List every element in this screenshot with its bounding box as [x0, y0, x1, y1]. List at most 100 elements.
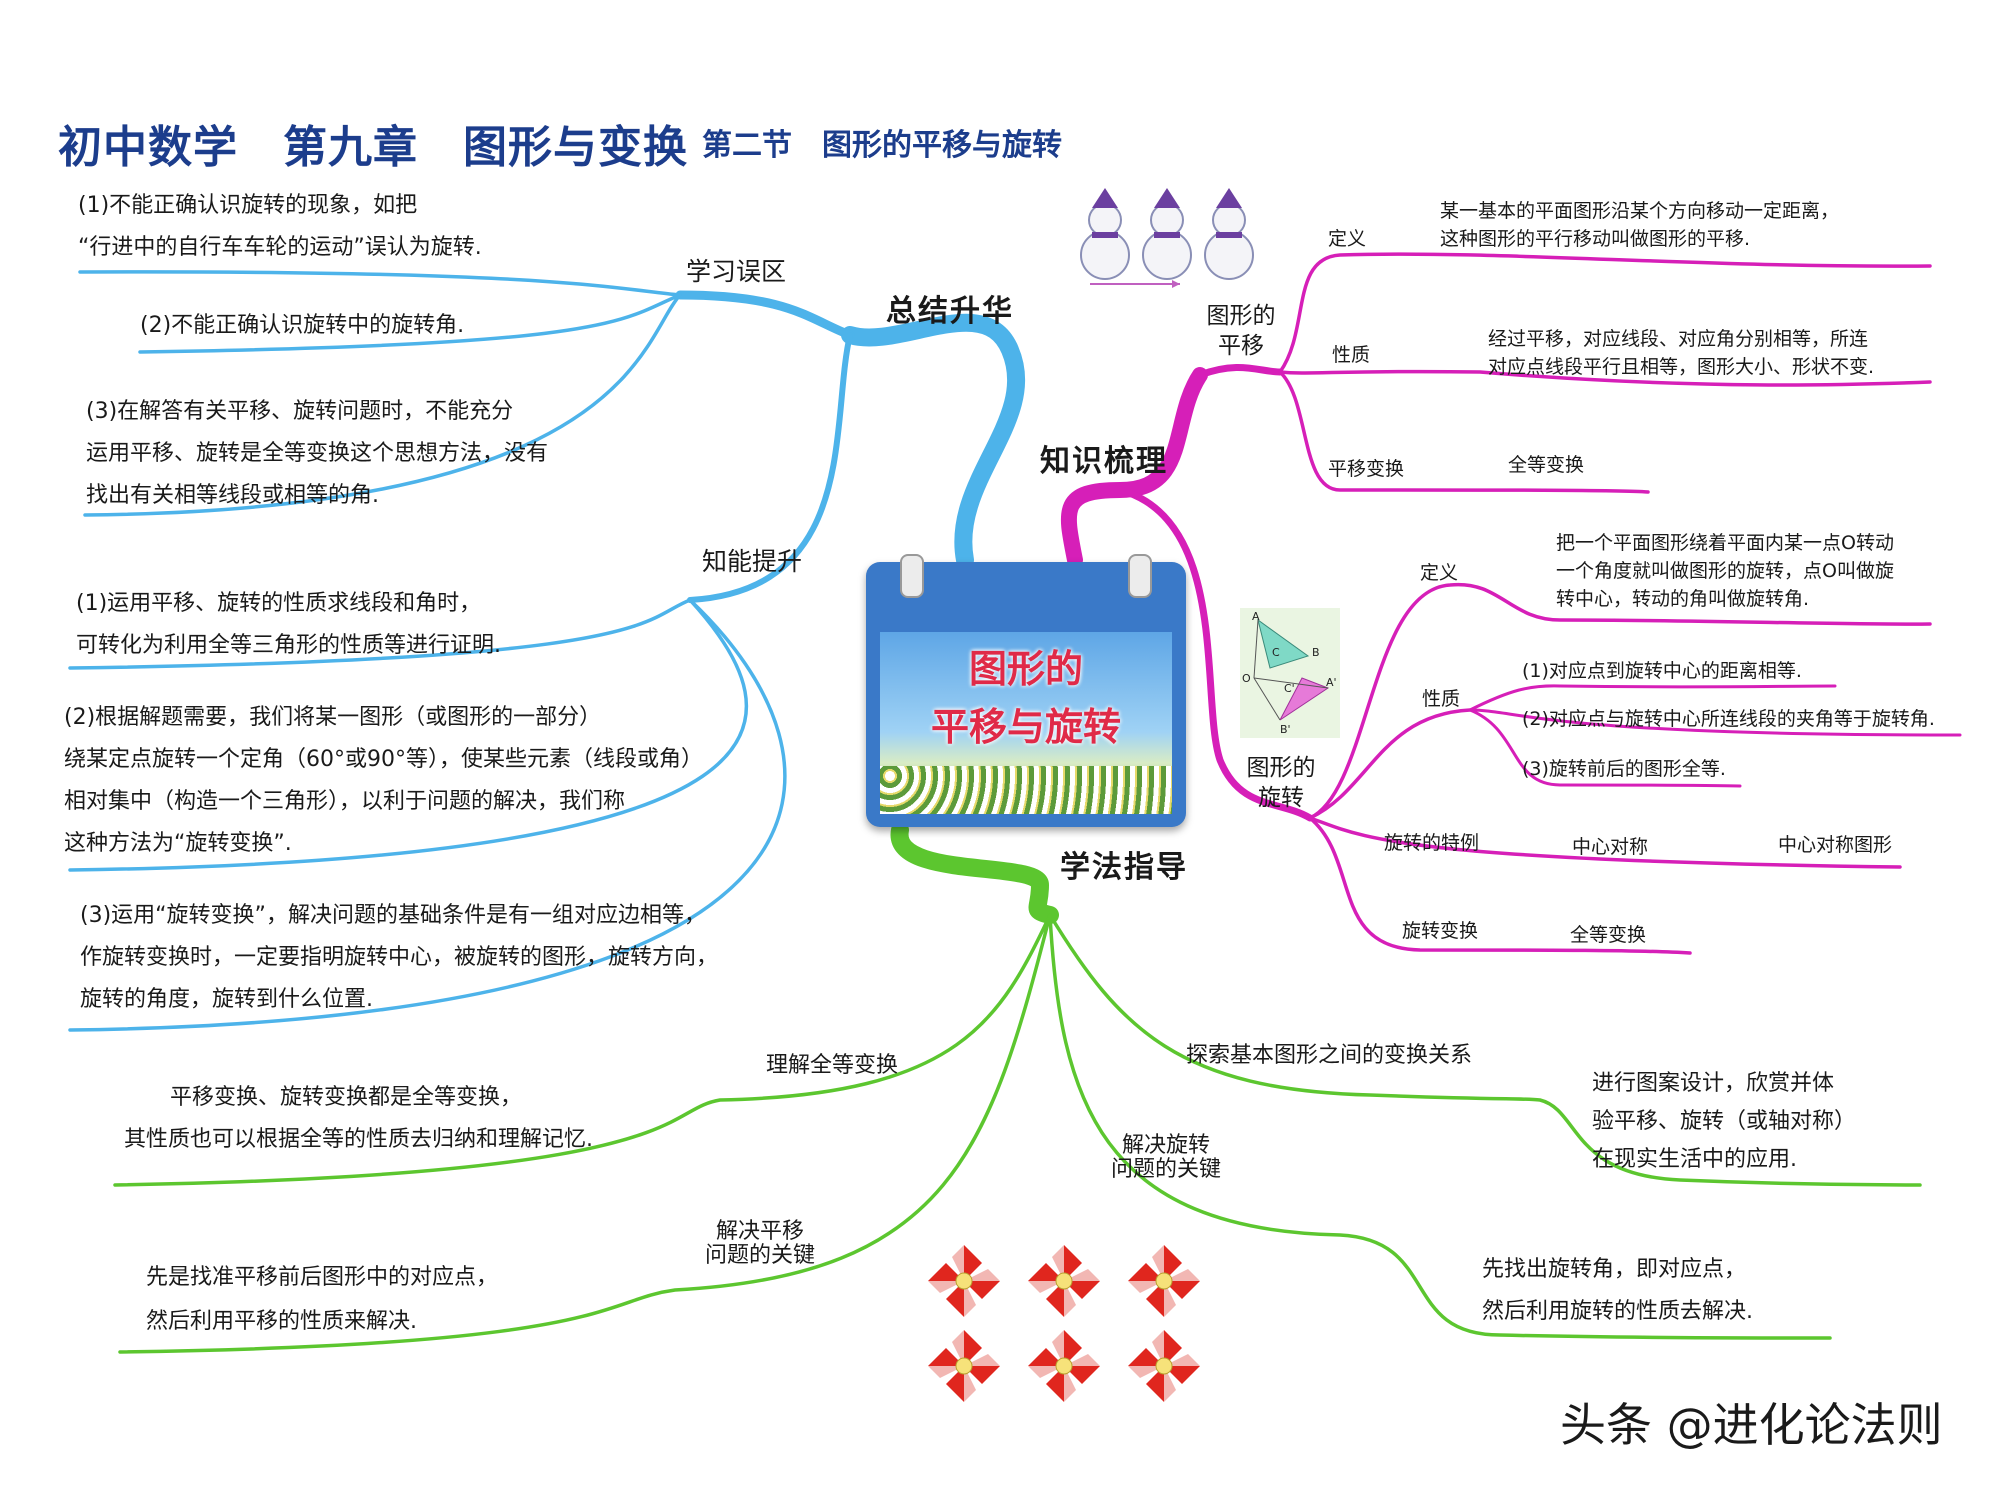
- rotation-transform-label: 旋转变换: [1402, 920, 1479, 942]
- rotation-label-line2: 旋转: [1258, 785, 1304, 811]
- page-title: 初中数学 第九章 图形与变换: [58, 122, 688, 173]
- rotation-property-1: (1)对应点到旋转中心的距离相等.: [1522, 660, 1802, 682]
- ability-1-line: [68, 598, 692, 670]
- rotation-prop-2-line: [1468, 708, 1962, 737]
- ability-1-line1: (1)运用平移、旋转的性质求线段和角时，: [76, 591, 482, 616]
- ability-3-line: [68, 598, 787, 1032]
- translation-property-line2: 对应点线段平行且相等，图形大小、形状不变.: [1488, 356, 1875, 378]
- center-title-line2: 平移与旋转: [930, 705, 1121, 749]
- rotation-branch: [1116, 486, 1314, 822]
- translation-property-label: 性质: [1332, 344, 1371, 366]
- mistakes-branch: [675, 290, 855, 340]
- rotation-prop-1-line: [1468, 684, 1837, 712]
- congruence-line2: 其性质也可以根据全等的性质去归纳和理解记忆.: [124, 1127, 593, 1152]
- mistake-3-line3: 找出有关相等线段或相等的角.: [86, 483, 379, 508]
- figure-label: O: [1242, 672, 1251, 685]
- rotate-key-label-line2: 问题的关键: [1110, 1157, 1221, 1182]
- pinwheel-icon: [1027, 1244, 1101, 1318]
- rotate-key-line1: 先找出旋转角，即对应点，: [1482, 1257, 1747, 1282]
- pinwheel-icon: [927, 1244, 1001, 1318]
- rotation-figure: A C B O C' A' B': [1240, 608, 1340, 738]
- translate-key-line1: 先是找准平移前后图形中的对应点，: [146, 1265, 499, 1290]
- explore-line1: 进行图案设计，欣赏并体: [1592, 1071, 1835, 1096]
- congruence-line1: 平移变换、旋转变换都是全等变换，: [170, 1085, 523, 1110]
- translation-prop-line: [1278, 369, 1932, 387]
- mistake-1-line2: “行进中的自行车车轮的运动”误认为旋转.: [78, 235, 482, 260]
- figure-label: C: [1272, 646, 1280, 659]
- figure-label: A': [1326, 676, 1337, 689]
- rotation-special-label: 旋转的特例: [1384, 832, 1480, 854]
- summary-main-branch: [841, 313, 1025, 569]
- translate-key-label-line2: 问题的关键: [704, 1243, 815, 1268]
- translation-branch: [1196, 363, 1284, 379]
- rotate-key-label-line1: 解决旋转: [1121, 1133, 1210, 1158]
- figure-label: B': [1280, 723, 1291, 736]
- translate-key-label-line1: 解决平移: [715, 1219, 804, 1244]
- explore-label: 探索基本图形之间的变换关系: [1186, 1043, 1473, 1068]
- pinwheel-pattern: [927, 1244, 1201, 1403]
- mistake-3-line1: (3)在解答有关平移、旋转问题时，不能充分: [86, 399, 514, 424]
- rotation-property-3: (3)旋转前后的图形全等.: [1522, 758, 1726, 780]
- mistake-3-line2: 运用平移、旋转是全等变换这个思想方法，没有: [86, 441, 549, 466]
- ability-branch: [687, 332, 853, 603]
- translation-label-line1: 图形的: [1206, 303, 1276, 329]
- rotation-special-line: [1308, 816, 1902, 869]
- explore-line3: 在现实生活中的应用.: [1592, 1147, 1797, 1172]
- translation-transform-line: [1278, 370, 1650, 494]
- ability-1-line2: 可转化为利用全等三角形的性质等进行证明.: [76, 633, 501, 658]
- rotation-special-value2: 中心对称图形: [1778, 834, 1893, 856]
- ability-2-line3: 相对集中（构造一个三角形），以利于问题的解决，我们称: [64, 789, 626, 814]
- rotation-label-line1: 图形的: [1246, 755, 1316, 781]
- translation-transform-value: 全等变换: [1508, 454, 1585, 476]
- rotation-prop-line: [1308, 708, 1472, 820]
- translation-label-line2: 平移: [1218, 333, 1264, 359]
- ring-icon: [1128, 554, 1152, 598]
- snowman-icon: [1142, 188, 1192, 280]
- pinwheel-icon: [1127, 1329, 1201, 1403]
- branch-summary: 总结升华: [886, 294, 1014, 329]
- translate-key-line: [118, 913, 1052, 1354]
- rotate-key-line: [1048, 913, 1832, 1340]
- snowman-icon: [1080, 188, 1130, 280]
- mistake-2-line1: (2)不能正确认识旋转中的旋转角.: [140, 313, 465, 338]
- flower-field: [880, 766, 1172, 814]
- rotation-definition-line3: 转中心，转动的角叫做旋转角.: [1556, 588, 1810, 610]
- explore-line2: 验平移、旋转（或轴对称）: [1592, 1109, 1857, 1134]
- ability-2-line1: (2)根据解题需要，我们将某一图形（或图形的一部分）: [64, 705, 602, 730]
- page-subtitle: 第二节 图形的平移与旋转: [702, 128, 1062, 163]
- pinwheel-icon: [927, 1329, 1001, 1403]
- translation-definition-line2: 这种图形的平行移动叫做图形的平移.: [1440, 228, 1751, 250]
- mistake-2-line: [138, 293, 682, 354]
- rotation-property-label: 性质: [1422, 688, 1461, 710]
- branch-knowledge: 知识梳理: [1040, 444, 1168, 479]
- translation-transform-label: 平移变换: [1328, 458, 1405, 480]
- rotate-key-line2: 然后利用旋转的性质去解决.: [1482, 1299, 1753, 1324]
- rotation-transform-value: 全等变换: [1570, 924, 1647, 946]
- ring-icon: [900, 554, 924, 598]
- rotation-transform-line: [1308, 816, 1692, 955]
- rotation-definition-label: 定义: [1420, 562, 1459, 584]
- ability-3-line1: (3)运用“旋转变换”，解决问题的基础条件是有一组对应边相等，: [80, 903, 706, 928]
- figure-label: A: [1252, 610, 1260, 623]
- rotation-property-2: (2)对应点与旋转中心所连线段的夹角等于旋转角.: [1522, 708, 1935, 730]
- figure-label: C': [1284, 682, 1295, 695]
- translation-property-line1: 经过平移，对应线段、对应角分别相等，所连: [1488, 328, 1869, 350]
- ability-3-line3: 旋转的角度，旋转到什么位置.: [80, 987, 373, 1012]
- ability-2-line: [68, 598, 749, 872]
- mistake-1-line: [78, 270, 682, 297]
- snowman-icon: [1204, 188, 1254, 280]
- translation-definition-line1: 某一基本的平面图形沿某个方向移动一定距离，: [1440, 200, 1840, 222]
- watermark: 头条 @进化论法则: [1560, 1398, 1943, 1452]
- mistakes-label: 学习误区: [686, 257, 787, 286]
- ability-2-line2: 绕某定点旋转一个定角（60°或90°等），使某些元素（线段或角）: [64, 747, 703, 772]
- congruence-label: 理解全等变换: [766, 1053, 899, 1078]
- rotation-definition-line2: 一个角度就叫做图形的旋转，点O叫做旋: [1556, 560, 1894, 582]
- rotation-def-line: [1308, 582, 1932, 820]
- method-main-branch: [890, 821, 1059, 924]
- congruence-line: [113, 913, 1052, 1187]
- pinwheel-icon: [1027, 1329, 1101, 1403]
- center-title-line1: 图形的: [968, 647, 1083, 691]
- rotation-special-value: 中心对称: [1572, 836, 1649, 858]
